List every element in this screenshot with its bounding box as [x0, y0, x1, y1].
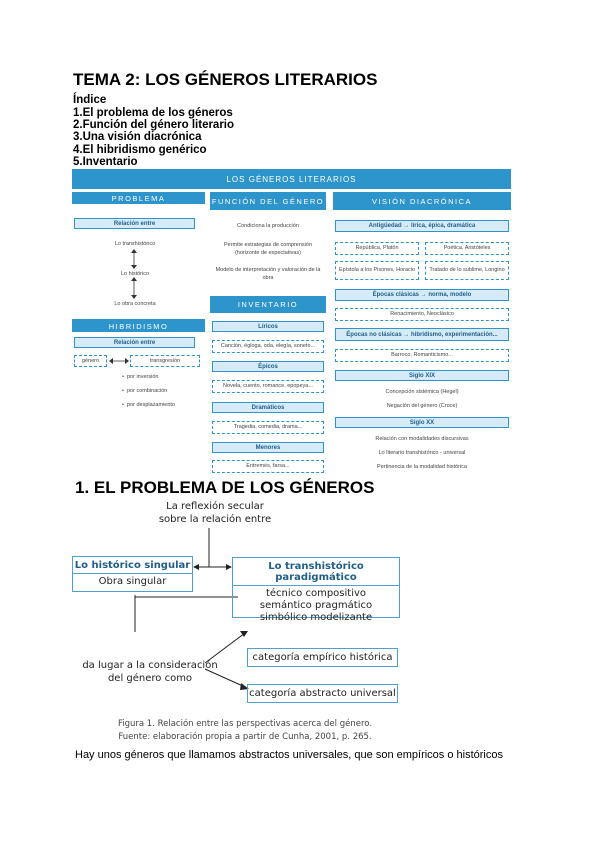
funcion-item-3: Modelo de interpretación y valoración de… [215, 267, 321, 281]
vision-clasicas: Épocas clásicas → norma, modelo [335, 289, 509, 301]
figure-right-line-2: semántico pragmático [259, 600, 373, 611]
figure-left-title: Lo histórico singular [74, 560, 191, 571]
figure-top-text-2: sobre la relación entre [158, 514, 272, 525]
problema-bottom: Lo obra concreta [114, 301, 156, 307]
index-item-2: 2.Función del género literario [73, 119, 235, 131]
hibridismo-genero: género [74, 355, 107, 367]
vision-epistola: Epístola a los Pisones, Horacio [335, 261, 419, 280]
vision-no-clasicas-item: Barroco, Romanticismo... [335, 349, 509, 362]
figure-bottom-text-2: del género como [107, 673, 193, 684]
figure-elbow-connector [134, 596, 238, 632]
inventario-menores-detail: Entremés, farsa... [212, 460, 324, 473]
figure-left-box: Lo histórico singular Obra singular [72, 556, 193, 592]
problema-relacion: Relación entre [74, 218, 195, 229]
funcion-item-1: Condiciona la producción [237, 223, 299, 229]
hibridismo-relacion: Relación entre [74, 337, 195, 348]
hibridismo-arrow [109, 358, 129, 364]
section-1-heading: 1. EL PROBLEMA DE LOS GÉNEROS [75, 478, 375, 497]
vision-no-clasicas: Épocas no clásicas → hibridismo, experim… [335, 328, 509, 341]
vision-siglo-xix: Siglo XIX [335, 370, 509, 381]
problema-top: Lo transhistórico [114, 241, 156, 247]
vision-xx-item-1: Relación con modalidades discursivas [375, 436, 469, 442]
map-header: LOS GÉNEROS LITERARIOS [72, 169, 511, 189]
hibridismo-bullet-1: • por inversión [122, 374, 159, 380]
hibridismo-transgresion: transgresión [130, 355, 200, 367]
figure-category-2: categoría abstracto universal [247, 684, 398, 703]
figure-right-line-3: simbólico modelizante [259, 612, 373, 623]
index-item-3: 3.Una visión diacrónica [73, 131, 202, 143]
hibridismo-band: HIBRIDISMO [72, 321, 205, 332]
inventario-epicos-detail: Novela, cuento, romance, epopeya... [212, 380, 324, 393]
figure-bottom-text-1: da lugar a la consideración [82, 660, 218, 671]
body-paragraph: Hay unos géneros que llamamos abstractos… [75, 749, 503, 761]
index-item-5: 5.Inventario [73, 156, 138, 168]
index-label: Índice [73, 94, 107, 106]
inventario-liricos: Líricos [212, 321, 324, 332]
inventario-epicos: Épicos [212, 361, 324, 372]
vision-siglo-xx: Siglo XX [335, 417, 509, 428]
figure-caption-2: Fuente: elaboración propia a partir de C… [118, 732, 372, 742]
figure-caption-1: Figura 1. Relación entre las perspectiva… [117, 719, 373, 729]
vision-band: VISIÓN DIACRÓNICA [333, 192, 511, 210]
vision-xx-item-2: Lo literario transhistórico - universal [378, 450, 466, 456]
funcion-item-2: Permite estrategias de comprensión (hori… [223, 242, 313, 256]
vision-antiguedad: Antigüedad → lírica, épica, dramática [335, 220, 509, 232]
figure-category-1: categoría empírico histórica [247, 648, 398, 667]
inventario-liricos-detail: Canción, égloga, oda, elegía, soneto... [212, 340, 324, 353]
funcion-band: FUNCIÓN DEL GÉNERO [210, 192, 326, 210]
hibridismo-bullet-3: • por desplazamiento [122, 402, 175, 408]
hibridismo-separator [72, 319, 205, 321]
figure-right-title: Lo transhistórico paradigmático [268, 561, 364, 583]
index-item-1: 1.El problema de los géneros [73, 107, 233, 119]
vision-xix-item-1: Concepción sistémica (Hegel) [385, 389, 459, 395]
vision-xx-item-3: Pertinencia de la modalidad histórica [377, 464, 467, 470]
problema-band: PROBLEMA [72, 192, 205, 204]
inventario-band: INVENTARIO [210, 296, 326, 313]
vision-xix-item-2: Negación del género (Croce) [386, 403, 458, 409]
problema-middle: Lo histórico [120, 271, 150, 277]
figure-top-text-1: La reflexión secular [166, 501, 264, 512]
inventario-dramaticos-detail: Tragedia, comedia, drama... [212, 421, 324, 434]
index-item-4: 4.El hibridismo genérico [73, 144, 207, 156]
vision-republica: República, Platón [335, 242, 419, 255]
figure-left-sub: Obra singular [98, 576, 167, 587]
inventario-dramaticos: Dramáticos [212, 402, 324, 413]
hibridismo-bullet-2: • por combinación [122, 388, 168, 394]
document-title: TEMA 2: LOS GÉNEROS LITERARIOS [73, 70, 378, 89]
figure-right-line-1: técnico compositivo [265, 588, 367, 599]
vision-poetica: Poética, Aristóteles [425, 242, 509, 255]
vision-clasicas-item: Renacimiento, Neoclásico [335, 308, 509, 321]
inventario-menores: Menores [212, 442, 324, 453]
vision-tratado: Tratado de lo sublime, Longino [425, 261, 509, 280]
problema-arrows [131, 249, 137, 299]
figure-right-box: Lo transhistórico paradigmático técnico … [232, 557, 400, 623]
